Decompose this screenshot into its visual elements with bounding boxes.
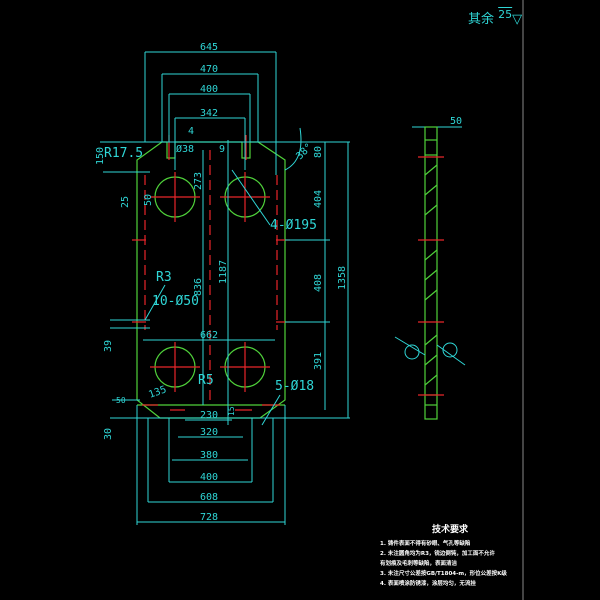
dim-1358: 1358: [337, 266, 348, 290]
note-item: 1. 铸件表面不得有砂眼、气孔等缺陷: [380, 541, 471, 547]
dim-15: 15: [227, 406, 236, 416]
technical-requirements: 技术要求 1. 铸件表面不得有砂眼、气孔等缺陷 2. 未注圆角均为R3，锐边倒钝…: [380, 525, 520, 589]
dim-836: 836: [193, 278, 204, 296]
roughness-value: 25: [498, 8, 513, 21]
dim-side-50: 50: [450, 116, 462, 127]
dim-273: 273: [193, 172, 204, 190]
dim-25: 25: [120, 196, 131, 208]
dim-662: 662: [200, 330, 218, 341]
remaining-label: 其余: [468, 12, 495, 27]
dim-angle-38: 38°: [294, 142, 315, 163]
dim-9: 9: [219, 144, 225, 155]
dim-30: 30: [103, 428, 114, 440]
dim-39: 39: [103, 340, 114, 352]
dim-4: 4: [188, 126, 194, 137]
dimension-lines: [100, 51, 350, 525]
dim-135: 135: [147, 384, 168, 401]
dim-320: 320: [200, 427, 218, 438]
dim-1187: 1187: [218, 260, 229, 284]
dim-phi38: Ø38: [176, 143, 194, 155]
dim-230: 230: [200, 410, 218, 421]
dim-holes-50: 10-Ø50: [152, 294, 199, 309]
dim-728: 728: [200, 512, 218, 523]
dim-400-bottom: 400: [200, 472, 218, 483]
roughness-symbol-icon: ▽: [512, 12, 523, 27]
note-item: 3. 未注尺寸公差按GB/T1804-m，形位公差按K级: [380, 571, 507, 577]
surface-roughness-note: 其余 25▽: [468, 8, 522, 27]
dim-r3: R3: [156, 270, 172, 285]
dim-342: 342: [200, 108, 218, 119]
dim-150: 150: [95, 147, 106, 165]
dim-380: 380: [200, 450, 218, 461]
note-item: 4. 表面喷涂防锈漆，涂层均匀，无流挂: [380, 581, 476, 587]
notes-title: 技术要求: [431, 525, 468, 535]
dim-r5: R5: [198, 373, 214, 388]
dim-408: 408: [313, 274, 324, 292]
dim-holes-18: 5-Ø18: [275, 379, 314, 394]
note-item: 2. 未注圆角均为R3，锐边倒钝，加工面不允许: [380, 551, 495, 557]
dim-r17-5: R17.5: [104, 146, 143, 161]
dim-608: 608: [200, 492, 218, 503]
dim-50-left: 50: [143, 194, 154, 206]
dimension-labels: 645 470 400 342 4 Ø38 9 R17.5 38° 150 27…: [95, 42, 348, 523]
dim-404: 404: [313, 190, 324, 208]
dim-391: 391: [313, 352, 324, 370]
dim-400-top: 400: [200, 84, 218, 95]
dim-645: 645: [200, 42, 218, 53]
dim-holes-195: 4-Ø195: [270, 218, 317, 233]
dim-50-small: 50: [116, 396, 126, 405]
dim-80: 80: [313, 146, 324, 158]
note-item: 有划痕及毛刺等缺陷，表面清洁: [380, 561, 458, 567]
dim-470: 470: [200, 64, 218, 75]
plate-side-view: 50: [394, 116, 466, 420]
